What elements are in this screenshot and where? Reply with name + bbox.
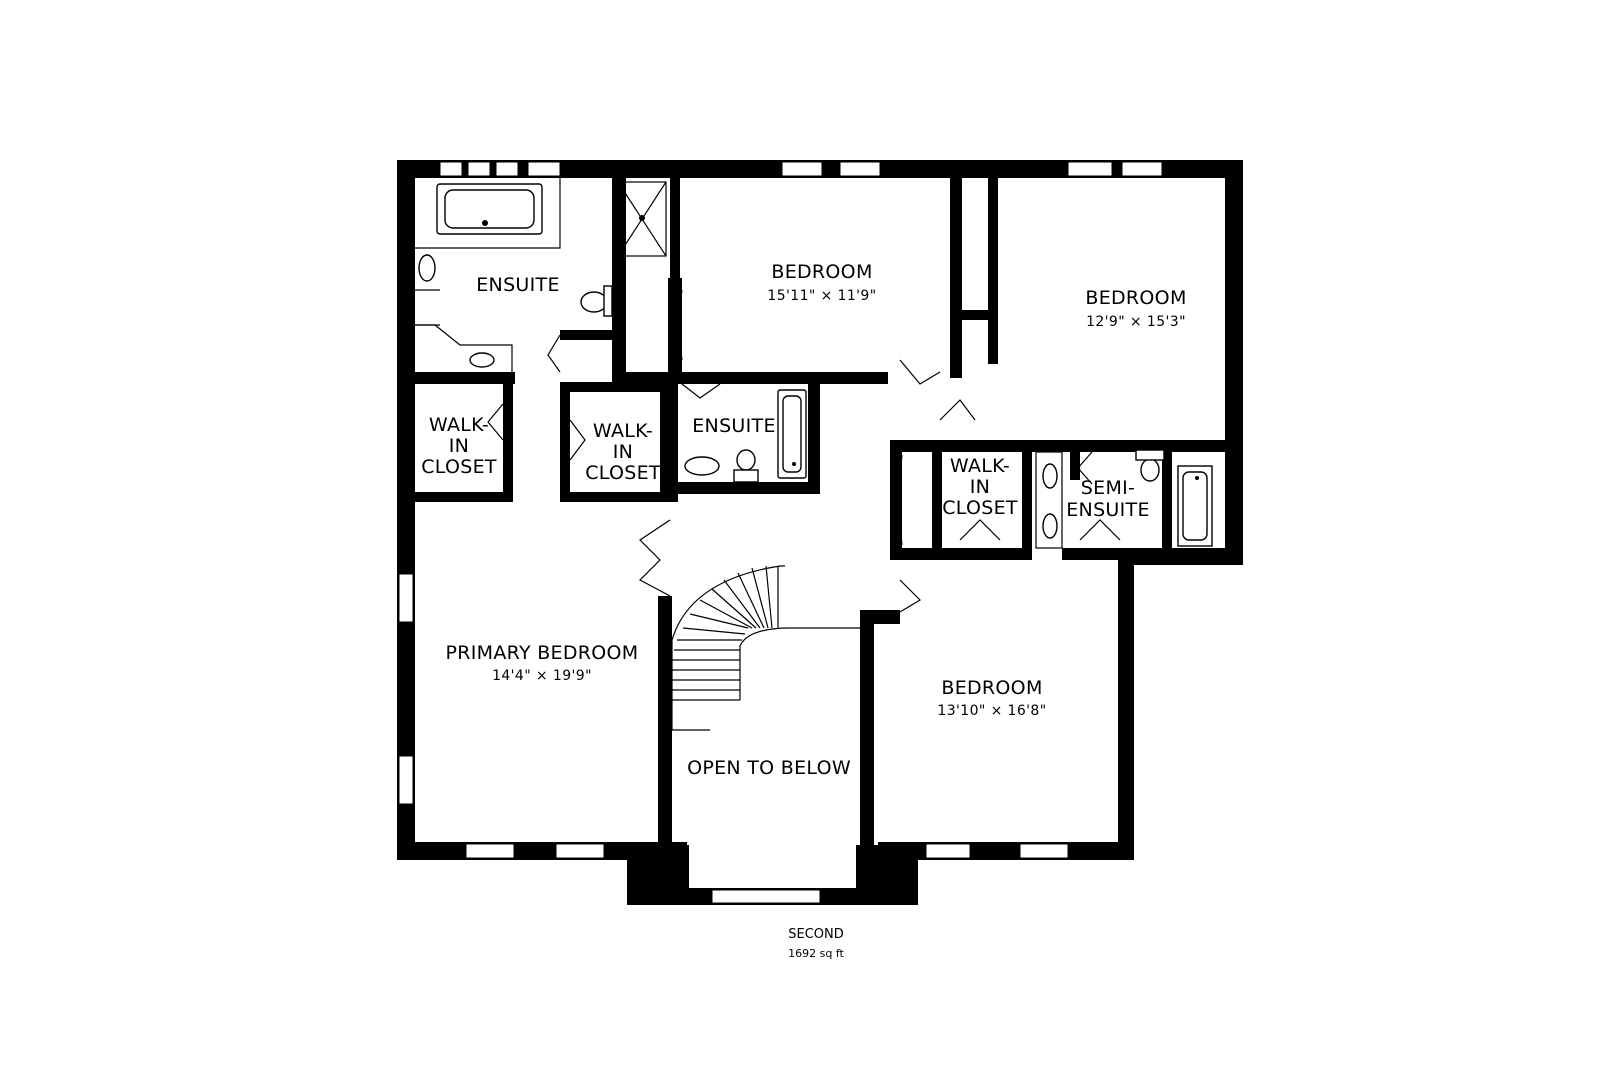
floor-caption: SECOND 1692 sq ft — [788, 927, 844, 960]
room-name-walkin-east-line2: IN — [970, 476, 990, 498]
room-name-bedroom-east: BEDROOM — [1085, 287, 1186, 309]
room-name-open-to-below: OPEN TO BELOW — [687, 757, 851, 779]
room-name-bedroom-north: BEDROOM — [771, 261, 872, 283]
windows — [398, 161, 1163, 904]
room-name-primary-bedroom: PRIMARY BEDROOM — [446, 642, 639, 664]
room-name-walkin-west-line3: CLOSET — [421, 456, 497, 478]
room-name-ensuite-primary: ENSUITE — [476, 274, 560, 296]
room-name-ensuite-center: ENSUITE — [692, 415, 776, 437]
curved-staircase — [671, 565, 865, 731]
fixtures — [415, 178, 1213, 549]
room-name-semi-ensuite-line2: ENSUITE — [1066, 499, 1150, 521]
room-name-semi-ensuite-line1: SEMI- — [1081, 477, 1135, 499]
room-name-bedroom-south: BEDROOM — [941, 677, 1042, 699]
room-name-walkin-center-line2: IN — [613, 441, 633, 463]
room-dims-bedroom-south: 13'10" × 16'8" — [937, 703, 1046, 719]
room-name-walkin-center-line1: WALK- — [593, 420, 653, 442]
room-name-walkin-east-line3: CLOSET — [942, 497, 1018, 519]
room-labels: ENSUITE BEDROOM 15'11" × 11'9" BEDROOM 1… — [421, 261, 1186, 779]
interior-walls — [397, 178, 1225, 848]
room-name-walkin-west-line2: IN — [449, 435, 469, 457]
room-dims-bedroom-north: 15'11" × 11'9" — [767, 288, 876, 304]
doors — [487, 189, 1121, 613]
room-dims-bedroom-east: 12'9" × 15'3" — [1086, 314, 1186, 330]
floor-area: 1692 sq ft — [788, 947, 844, 960]
floor-name: SECOND — [788, 927, 844, 942]
room-dims-primary-bedroom: 14'4" × 19'9" — [492, 668, 592, 684]
room-name-walkin-east-line1: WALK- — [950, 455, 1010, 477]
room-name-walkin-center-line3: CLOSET — [585, 462, 661, 484]
room-name-walkin-west-line1: WALK- — [429, 414, 489, 436]
